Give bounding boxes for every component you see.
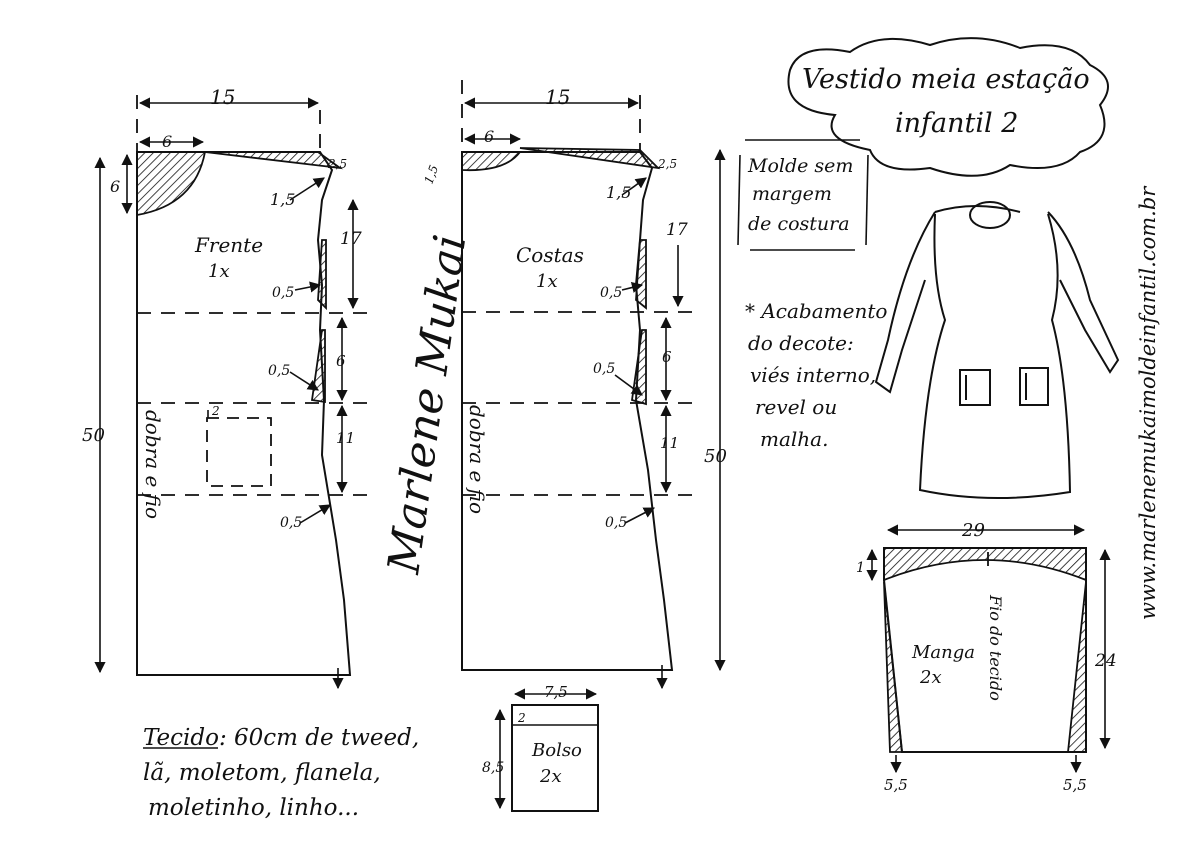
sleeve-width-label: 29	[961, 520, 985, 541]
back-hip-gap-label: 11	[660, 434, 679, 452]
front-neck-width-label: 6	[162, 132, 172, 151]
sleeve-cap-label: 1	[856, 560, 865, 576]
front-hem-label: 0,5	[280, 515, 302, 531]
back-hip-in-label: 0,5	[593, 361, 615, 377]
front-hip-hatch	[310, 329, 326, 404]
front-outline	[136, 151, 352, 676]
dress-illustration	[874, 201, 1120, 500]
sleeve-cap-hatch	[883, 547, 1087, 582]
front-fold: dobra e fio	[141, 410, 165, 519]
front-armhole-label: 1,5	[270, 190, 295, 209]
fabric-2: lã, moletom, flanela,	[143, 760, 381, 786]
pocket-height-label: 8,5	[482, 760, 504, 776]
front-qty: 1x	[208, 261, 230, 282]
back-shoulder-hatch	[519, 147, 661, 170]
front-waist-in-label: 0,5	[272, 285, 294, 301]
sleeve-left-label: 5,5	[884, 776, 908, 794]
finish-5: malha.	[760, 427, 828, 451]
front-piece	[94, 95, 375, 690]
dress-right-sleeve	[1047, 211, 1120, 374]
front-name: Frente	[194, 233, 263, 257]
back-hip-pointer	[614, 374, 643, 396]
front-length-label: 50	[82, 425, 105, 446]
fabric-1: Tecido: 60cm de tweed,	[143, 725, 419, 751]
dress-left-sleeve	[874, 211, 936, 394]
back-outline	[461, 151, 674, 671]
front-shoulder-hatch	[204, 151, 344, 170]
sleeve-name: Manga	[911, 642, 975, 663]
front-pocket-offset-label: 2	[211, 404, 220, 418]
sleeve-piece	[866, 524, 1111, 774]
back-armhole-depth-label: 17	[666, 220, 688, 240]
front-neck-depth-label: 6	[110, 177, 120, 196]
front-waist-gap-label: 6	[336, 352, 346, 370]
front-hip-pointer	[289, 371, 319, 391]
back-neck-depth-label: 1,5	[422, 163, 442, 186]
back-shoulder-label: 2,5	[657, 157, 677, 171]
dress-neckline	[969, 201, 1011, 229]
front-neck-hatch	[136, 151, 207, 217]
title-cloud	[787, 37, 1109, 177]
sleeve-right-hatch	[1066, 581, 1087, 753]
website-text: www.marlenemukaimoldeinfantil.com.br	[1136, 185, 1160, 620]
back-waist-hatch	[635, 239, 647, 310]
back-armhole-pointer	[621, 177, 647, 196]
back-qty: 1x	[536, 271, 558, 292]
finish-3: viés interno,	[750, 363, 876, 387]
back-armhole-label: 1,5	[606, 183, 631, 202]
dress-pocket-left	[959, 369, 991, 406]
sleeve-left-hatch	[883, 581, 904, 753]
pocket-name: Bolso	[531, 740, 582, 761]
back-width-label: 15	[545, 85, 570, 109]
front-hip-gap-label: 11	[336, 429, 355, 447]
finish-1: * Acabamento	[745, 299, 887, 323]
pocket-piece	[494, 688, 599, 812]
note-bracket-left	[737, 154, 741, 246]
note-margin-2: margem	[752, 183, 832, 205]
finish-2: do decote:	[748, 331, 854, 355]
back-neck-hatch	[461, 151, 522, 172]
finish-4: revel ou	[755, 395, 837, 419]
sleeve-qty: 2x	[919, 667, 942, 688]
note-margin-1: Molde sem	[747, 155, 853, 177]
back-waist-pointer	[621, 282, 644, 293]
front-width-label: 15	[210, 85, 235, 109]
front-pocket-placement	[206, 417, 272, 487]
pocket-width-label: 7,5	[544, 683, 568, 701]
pocket-hem-label: 2	[517, 711, 526, 725]
back-hem-pointer	[624, 507, 655, 524]
fabric-3: moletinho, linho...	[148, 795, 359, 821]
back-length-label: 50	[704, 446, 727, 467]
back-hem-label: 0,5	[605, 515, 627, 531]
front-armhole-pointer	[289, 177, 325, 201]
sleeve-length-label: 24	[1094, 651, 1117, 671]
back-neck-width-label: 6	[484, 127, 494, 146]
front-armhole-depth-label: 17	[340, 229, 362, 249]
back-name: Costas	[516, 243, 584, 267]
back-waist-in-label: 0,5	[600, 285, 622, 301]
front-shoulder-label: 2,5	[327, 157, 347, 171]
back-piece	[461, 80, 726, 690]
back-waist-gap-label: 6	[662, 348, 672, 366]
sleeve-right-label: 5,5	[1063, 776, 1087, 794]
pocket-qty: 2x	[539, 766, 562, 787]
note-margin-3: de costura	[748, 213, 850, 235]
note-bracket-right	[865, 154, 869, 246]
pocket-outline	[511, 704, 599, 812]
front-hem-pointer	[299, 504, 331, 524]
dress-pocket-right	[1019, 367, 1049, 406]
back-fold: dobra e fio	[465, 405, 489, 514]
title-line2: infantil 2	[895, 108, 1018, 139]
front-hip-in-label: 0,5	[268, 363, 290, 379]
dress-body	[918, 213, 1072, 500]
front-waist-pointer	[294, 281, 322, 293]
title-line1: Vestido meia estação	[802, 64, 1090, 95]
sleeve-grain: Fio do tecido	[986, 594, 1005, 701]
